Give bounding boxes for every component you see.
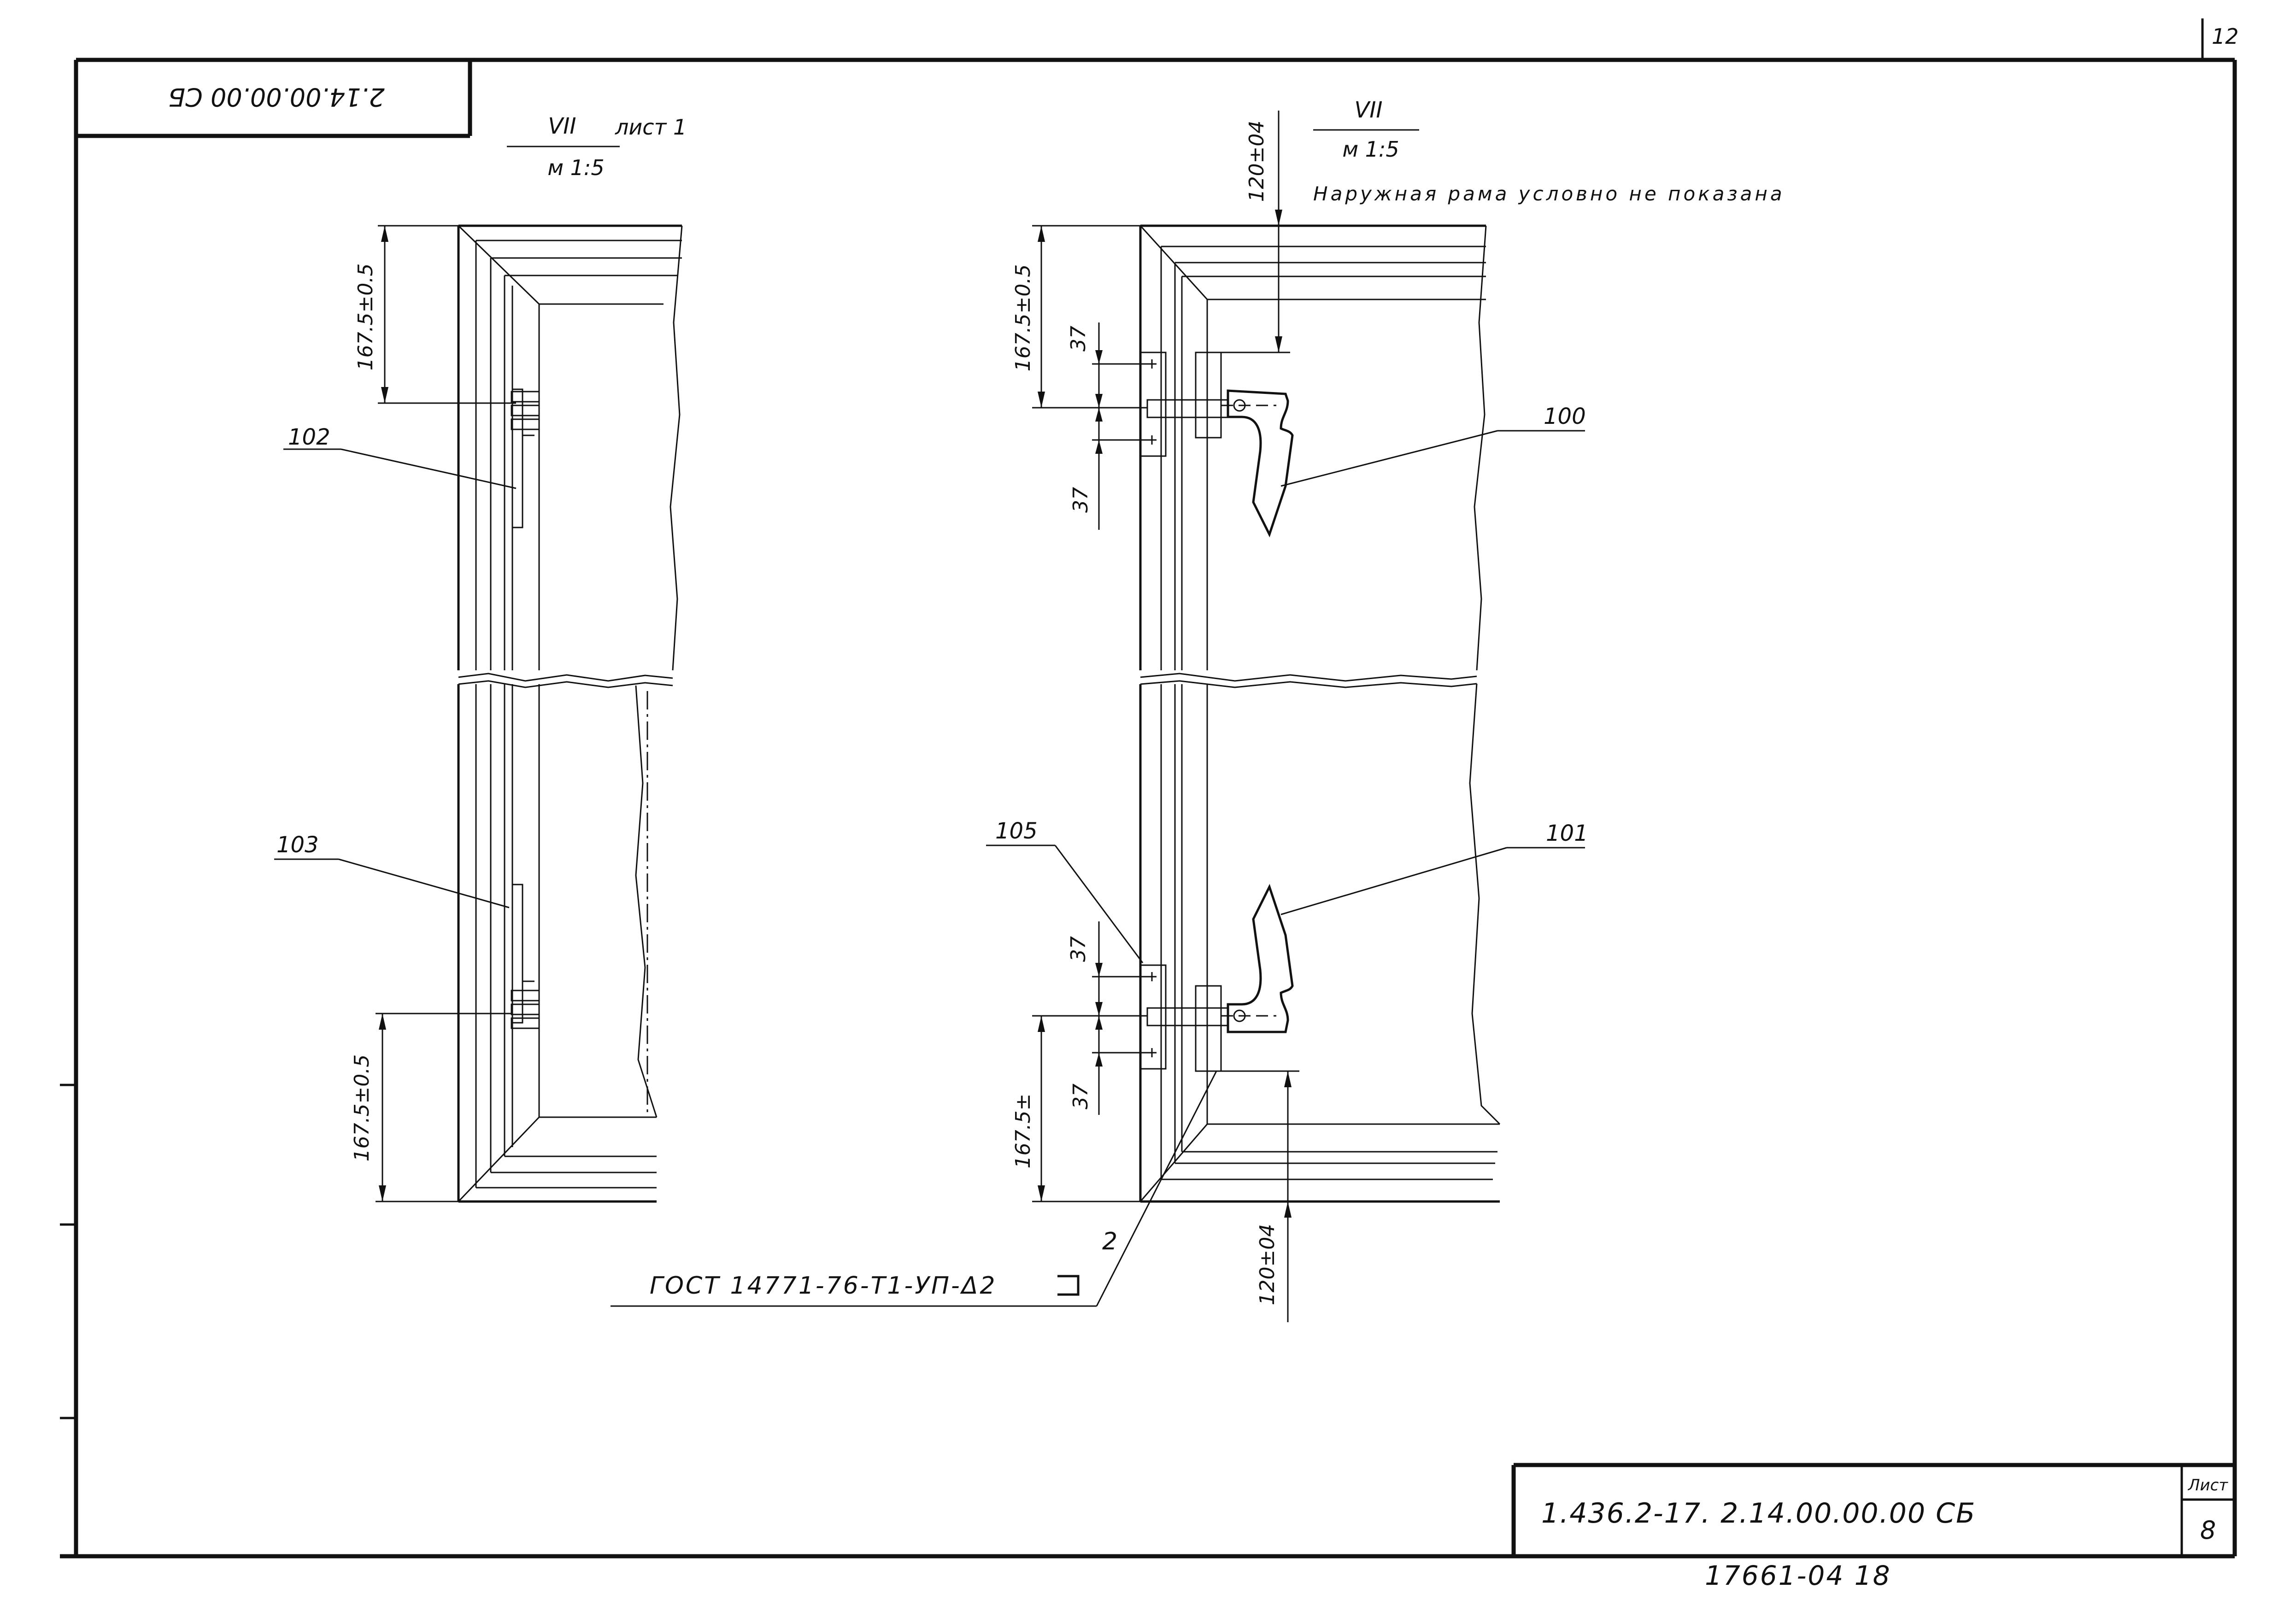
callout-101-leader — [1280, 847, 1585, 915]
right-dim-gap-top-lower: 37 — [1069, 487, 1092, 513]
right-dim-gap-bottom-upper: 37 — [1067, 936, 1090, 962]
right-dim-offset-bottom — [1221, 1070, 1299, 1322]
left-view-sheet-label: лист 1 — [615, 115, 687, 140]
right-view-numeral: VII — [1354, 97, 1382, 123]
left-dim-top-label: 167.5±0.5 — [354, 264, 377, 371]
weld-note: ГОСТ 14771-76-Т1-УП-Δ2 — [650, 1272, 997, 1300]
fastener-plate-upper — [1139, 352, 1229, 457]
title-sheet-label: Лист — [2187, 1476, 2228, 1495]
right-view-scale: м 1:5 — [1342, 137, 1399, 162]
stamp-box — [76, 60, 472, 138]
right-dim-top-label: 167.5±0.5 — [1011, 264, 1035, 372]
corner-mark: 12 — [2212, 24, 2239, 49]
right-view: VII м 1:5 Наружная рама условно не показ… — [986, 97, 1785, 1322]
right-dim-gap-bottom — [1092, 921, 1152, 1115]
left-frame-lower — [457, 680, 673, 1203]
right-dim-gap-top — [1092, 322, 1152, 530]
footer-number: 17661-04 18 — [1705, 1560, 1891, 1591]
hinge-103 — [511, 884, 540, 1029]
right-dim-gap-top-upper: 37 — [1067, 326, 1090, 352]
callout-102-leader — [283, 448, 517, 489]
sheet-frame — [60, 18, 2237, 1559]
right-dim-bottom-label: 167.5± — [1011, 1094, 1035, 1169]
right-dim-offset-top — [1221, 111, 1290, 353]
fastener-plate-lower — [1139, 964, 1229, 1072]
hinge-102 — [511, 388, 540, 528]
right-dim-top — [1032, 225, 1147, 409]
callout-100: 100 — [1544, 404, 1586, 429]
title-doc-number: 1.436.2-17. 2.14.00.00.00 СБ — [1541, 1497, 1976, 1530]
left-dim-bottom — [376, 1013, 512, 1202]
callout-105-leader — [986, 844, 1144, 963]
left-frame-upper — [457, 224, 683, 682]
title-sheet-number: 8 — [2200, 1516, 2216, 1545]
right-frame-lower — [1139, 680, 1501, 1203]
left-dim-bottom-label: 167.5±0.5 — [350, 1055, 374, 1162]
right-frame-upper — [1139, 224, 1487, 682]
left-dim-top — [378, 225, 516, 404]
handle-100 — [1221, 389, 1294, 538]
handle-101 — [1221, 884, 1294, 1033]
callout-100-leader — [1280, 430, 1585, 487]
right-dim-bottom — [1032, 1015, 1147, 1202]
right-dim-offset-top-label: 120±04 — [1245, 121, 1268, 202]
right-dim-gap-bottom-lower: 37 — [1069, 1084, 1092, 1109]
callout-105: 105 — [995, 818, 1038, 844]
title-block — [1511, 1463, 2235, 1556]
stamp-code: 2.14.00.00.00 СБ — [168, 82, 385, 111]
left-view: VII лист 1 м 1:5 — [274, 113, 687, 1203]
callout-101: 101 — [1546, 821, 1588, 846]
right-dim-offset-bottom-label: 120±04 — [1256, 1224, 1279, 1306]
left-view-scale: м 1:5 — [547, 155, 604, 180]
right-view-note: Наружная рама условно не показана — [1313, 182, 1785, 205]
callout-103: 103 — [276, 832, 319, 858]
weld-note-leader — [611, 1071, 1217, 1307]
callout-2: 2 — [1102, 1228, 1117, 1255]
callout-103-leader — [274, 858, 510, 908]
callout-102: 102 — [288, 424, 330, 450]
left-view-numeral: VII — [548, 113, 576, 139]
